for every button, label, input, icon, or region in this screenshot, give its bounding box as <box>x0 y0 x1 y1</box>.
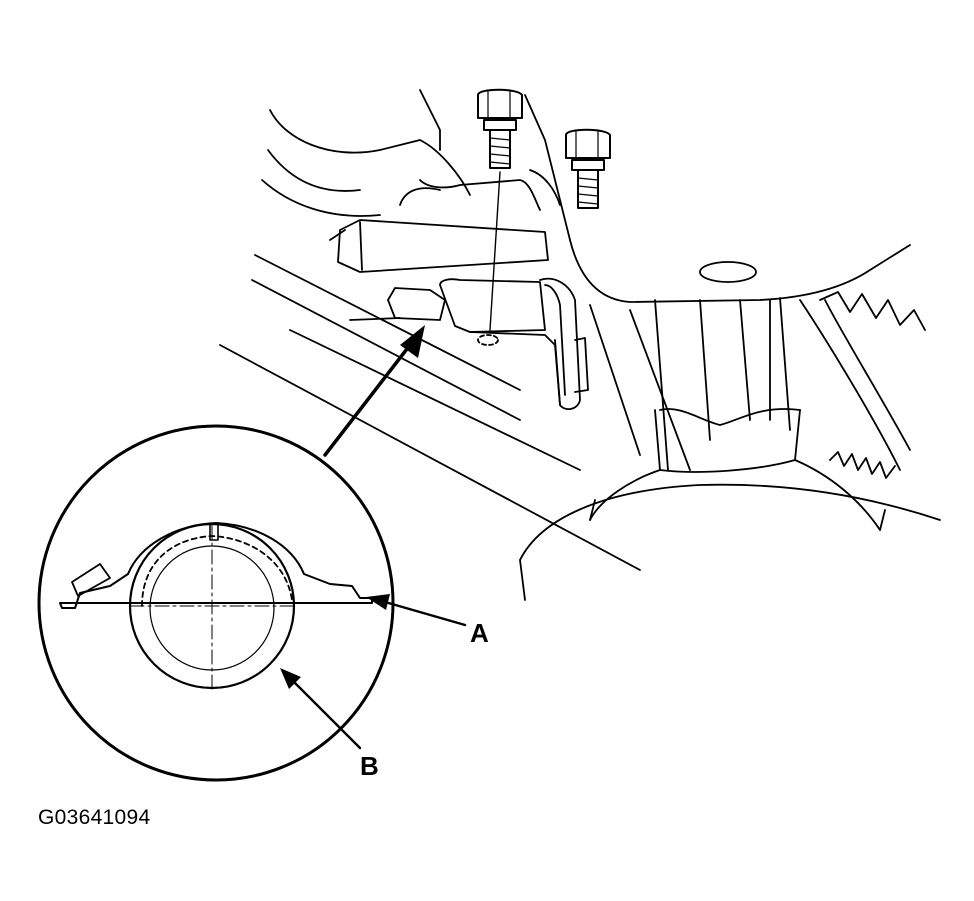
mounting-bolt-left <box>477 88 523 169</box>
callout-label-b: B <box>360 751 379 781</box>
vehicle-underbody <box>219 89 941 601</box>
callout-b-arrow <box>280 668 362 750</box>
callout-label-a: A <box>470 618 489 648</box>
bolt-guide-line <box>489 171 501 331</box>
figure-id: G03641094 <box>38 806 151 829</box>
callout-a-arrow <box>366 594 467 627</box>
detail-magnifier <box>37 424 395 782</box>
detail-pointer-arrow <box>323 325 425 457</box>
mounting-bolt-right <box>565 128 611 209</box>
